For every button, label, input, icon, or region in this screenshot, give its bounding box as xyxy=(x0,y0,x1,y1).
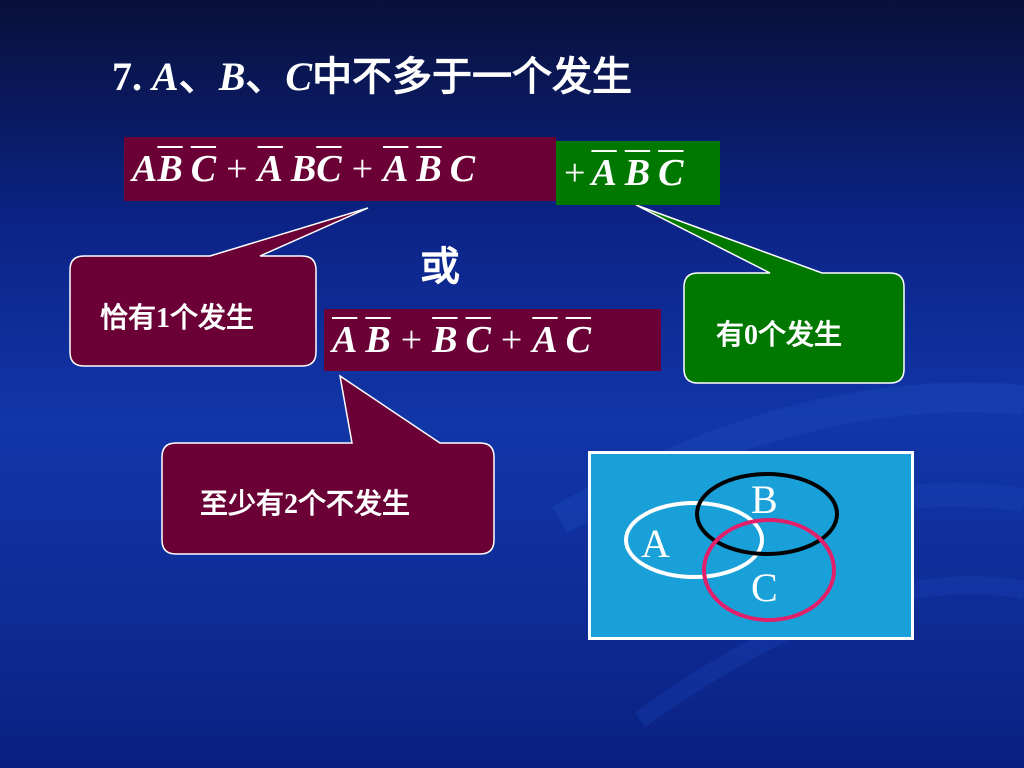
title-c: C xyxy=(285,54,313,99)
f3-plus-2: + xyxy=(500,319,523,361)
f1-t3-a: A xyxy=(383,148,409,190)
f3-t1-b: B xyxy=(365,319,391,361)
title-a: A xyxy=(152,54,179,99)
f3-t1-a: A xyxy=(332,319,358,361)
f1-plus-2: + xyxy=(351,148,374,190)
f3-plus-1: + xyxy=(400,319,423,361)
venn-label-c: C xyxy=(751,565,778,610)
callout-zero-text: 有0个发生 xyxy=(716,320,843,351)
f2-b: B xyxy=(624,152,651,194)
venn-diagram: A B C xyxy=(588,451,914,640)
title-number: 7. xyxy=(112,54,142,99)
f2-c: C xyxy=(658,152,684,194)
page-title: 7. A、B、C中不多于一个发生 xyxy=(112,44,632,102)
f1-t2-c: C xyxy=(316,148,342,190)
f2-a: A xyxy=(591,152,617,194)
f2-plus: + xyxy=(564,152,586,194)
title-sep2: 、 xyxy=(245,54,286,99)
title-text: 中不多于一个发生 xyxy=(312,54,633,99)
f3-t2-c: C xyxy=(465,319,491,361)
or-label: 或 xyxy=(420,244,460,289)
callout-two-not-text: 至少有2个不发生 xyxy=(200,489,411,520)
f1-t3-b: B xyxy=(416,148,442,190)
callout-exactly-one-text: 恰有1个发生 xyxy=(100,303,255,334)
f1-t1-b: B xyxy=(157,148,183,190)
venn-circle-a xyxy=(624,501,764,579)
venn-circle-b xyxy=(695,472,839,556)
venn-frame xyxy=(588,451,914,640)
f1-plus-1: + xyxy=(226,148,248,190)
f1-t2-a: A xyxy=(257,148,283,190)
f1-t2-b: B xyxy=(290,148,317,190)
title-b: B xyxy=(218,54,246,99)
title-sep1: 、 xyxy=(178,54,219,99)
venn-circle-c xyxy=(702,518,836,622)
f1-t3-c: C xyxy=(449,148,476,190)
f3-t3-a: A xyxy=(532,319,558,361)
f3-t3-c: C xyxy=(565,319,592,361)
f1-t1-a: A xyxy=(132,148,158,190)
f3-t2-b: B xyxy=(432,319,458,361)
venn-label-a: A xyxy=(641,521,670,566)
venn-label-b: B xyxy=(751,477,778,522)
f1-t1-c: C xyxy=(190,148,217,190)
